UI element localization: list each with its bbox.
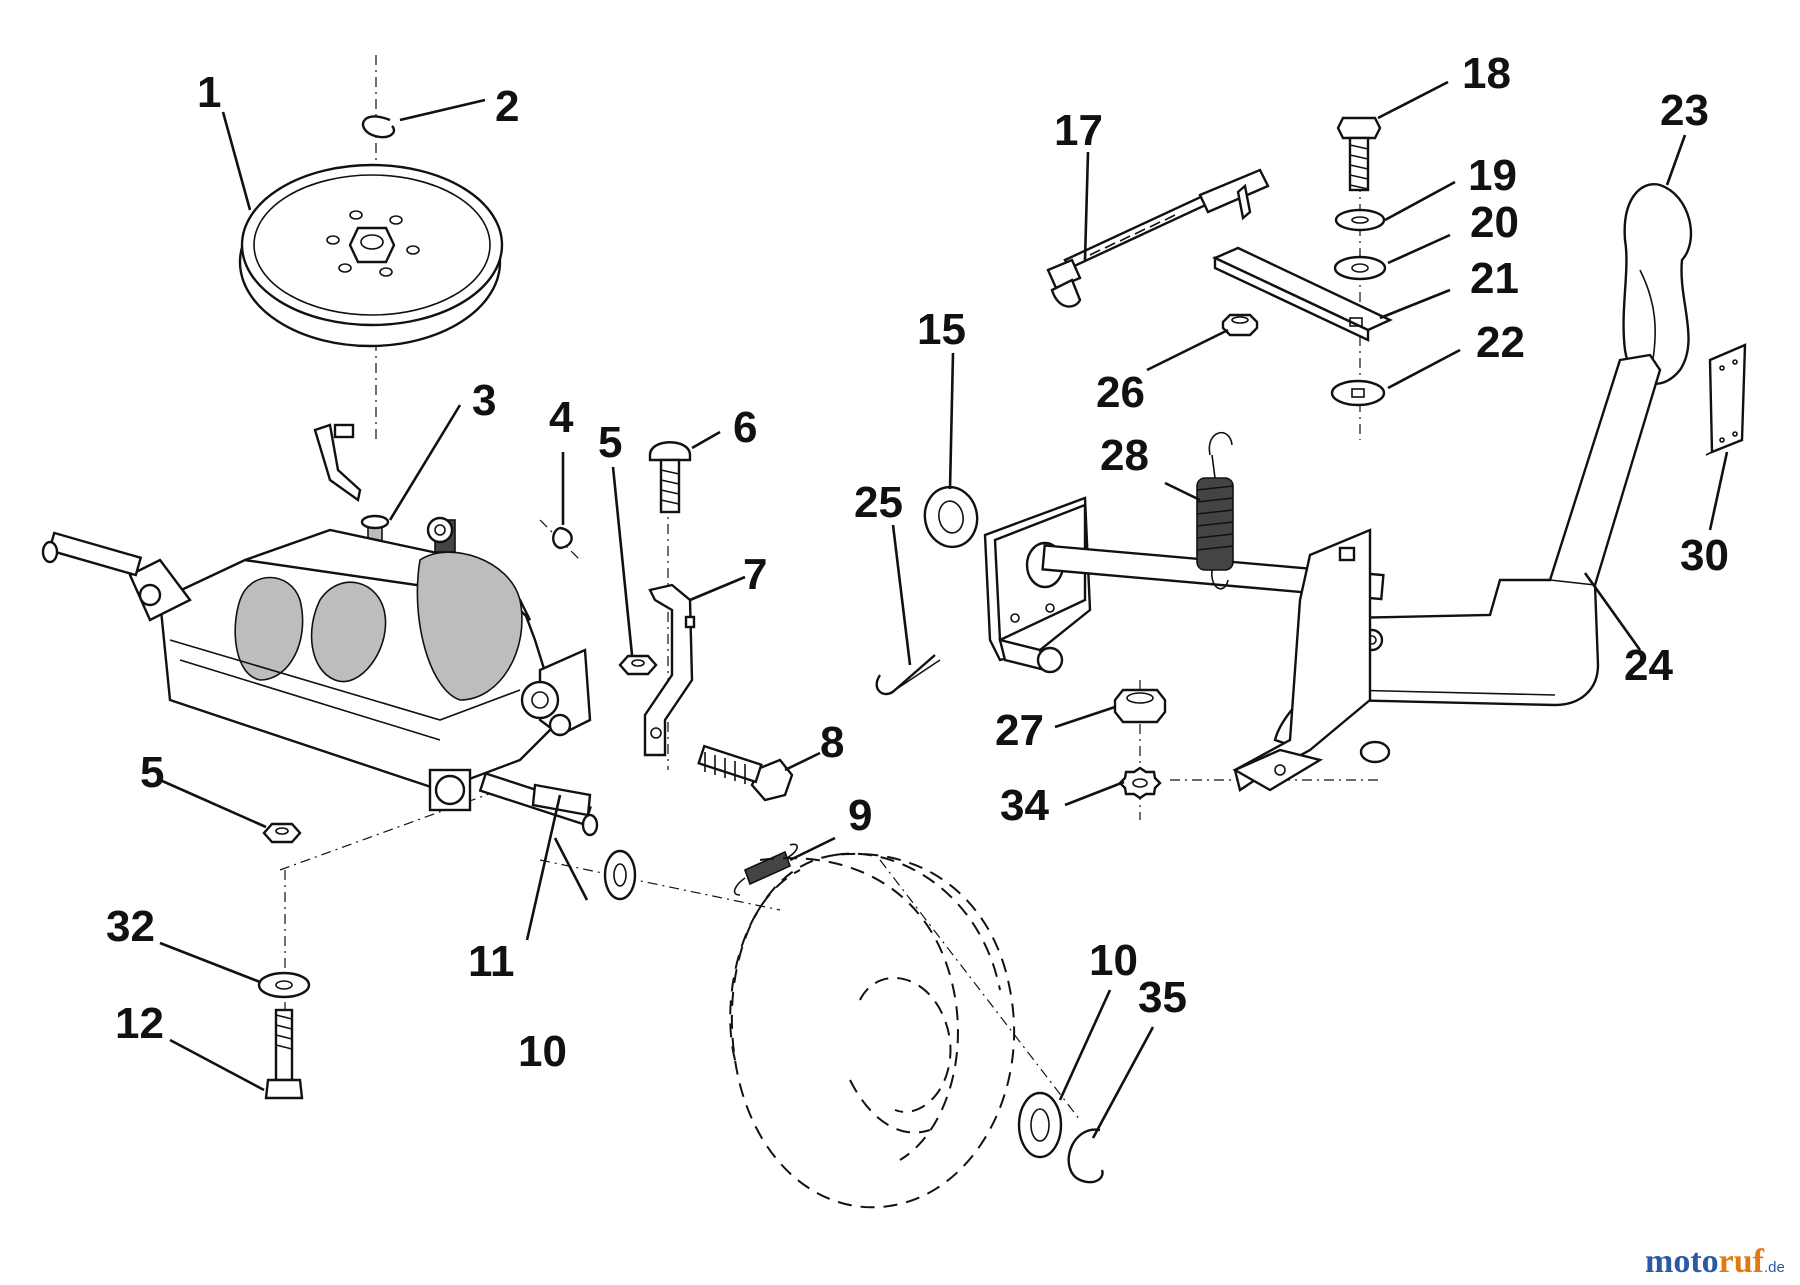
- washer-part-wheel: [1017, 1091, 1063, 1159]
- callout-27: 27: [995, 706, 1044, 755]
- callout-12: 12: [115, 999, 164, 1048]
- clip-part: [361, 115, 396, 139]
- watermark-part2: ruf: [1719, 1243, 1765, 1280]
- callout-25: 25: [854, 478, 903, 527]
- extension-spring-part: [1196, 431, 1234, 590]
- leader-lines: [159, 80, 1729, 1139]
- callout-17: 17: [1054, 106, 1103, 155]
- pin-part: [875, 654, 941, 696]
- bolt-part-18: [1336, 116, 1382, 192]
- callout-32: 32: [106, 902, 155, 951]
- washer-part-20: [1333, 255, 1387, 281]
- callout-9: 9: [848, 791, 872, 840]
- callout-10b: 10: [1089, 936, 1138, 985]
- spring-part-small: [733, 843, 798, 896]
- bracket-part: [643, 583, 696, 757]
- callout-26: 26: [1096, 368, 1145, 417]
- nut-part-26: [1221, 313, 1259, 337]
- callout-19: 19: [1468, 151, 1517, 200]
- washer-part-22: [1330, 379, 1386, 407]
- nut-part-left: [262, 822, 302, 844]
- callout-7: 7: [743, 550, 767, 599]
- axle-bolt-part: [264, 1008, 304, 1100]
- callout-24: 24: [1624, 641, 1673, 690]
- transaxle-part: [41, 423, 599, 837]
- nut-part-27: [1113, 688, 1167, 724]
- link-plate-part: [1212, 246, 1393, 342]
- lock-washer-part: [1118, 766, 1162, 800]
- callout-11: 11: [468, 937, 515, 986]
- e-clip-part: [1067, 1128, 1104, 1184]
- nut-part-right: [618, 654, 658, 676]
- washer-part-19: [1334, 208, 1386, 232]
- washer-part-15: [923, 485, 979, 549]
- callout-1: 1: [197, 68, 221, 117]
- callouts: 1 2 3 4 5 6 5 7 8 9 10 11 32 12 10 35 10…: [106, 49, 1729, 1076]
- wheel-part-phantom: [729, 852, 1015, 1209]
- callout-5a: 5: [598, 418, 622, 467]
- callout-15: 15: [917, 305, 966, 354]
- bolt-part: [697, 744, 794, 802]
- callout-18: 18: [1462, 49, 1511, 98]
- key-part: [552, 526, 573, 550]
- control-rod-part: [1046, 168, 1270, 308]
- watermark-part1: moto: [1645, 1243, 1719, 1280]
- callout-4: 4: [549, 393, 574, 442]
- washer-part-bottom: [257, 971, 311, 999]
- callout-8: 8: [820, 718, 844, 767]
- callout-35: 35: [1138, 973, 1187, 1022]
- knob-part: [1622, 183, 1693, 386]
- watermark-logo: motoruf.de: [1645, 1243, 1785, 1280]
- callout-21: 21: [1470, 254, 1519, 303]
- cross-shaft-assembly: [983, 496, 1385, 792]
- callout-22: 22: [1476, 318, 1525, 367]
- key-stock-part: [531, 783, 592, 817]
- svg-text:motoruf.de: motoruf.de: [1645, 1243, 1785, 1280]
- callout-5b: 5: [140, 748, 164, 797]
- callout-2: 2: [495, 82, 519, 131]
- callout-30: 30: [1680, 531, 1729, 580]
- callout-3: 3: [472, 376, 496, 425]
- carriage-bolt-part: [648, 441, 692, 514]
- watermark-suffix: .de: [1764, 1259, 1785, 1276]
- decal-plate-part: [1705, 343, 1747, 456]
- callout-34: 34: [1000, 781, 1049, 830]
- callout-28: 28: [1100, 431, 1149, 480]
- callout-20: 20: [1470, 198, 1519, 247]
- washer-part-axle: [603, 849, 637, 901]
- callout-23: 23: [1660, 86, 1709, 135]
- pulley-part: [238, 163, 504, 348]
- callout-10a: 10: [518, 1027, 567, 1076]
- callout-6: 6: [733, 403, 757, 452]
